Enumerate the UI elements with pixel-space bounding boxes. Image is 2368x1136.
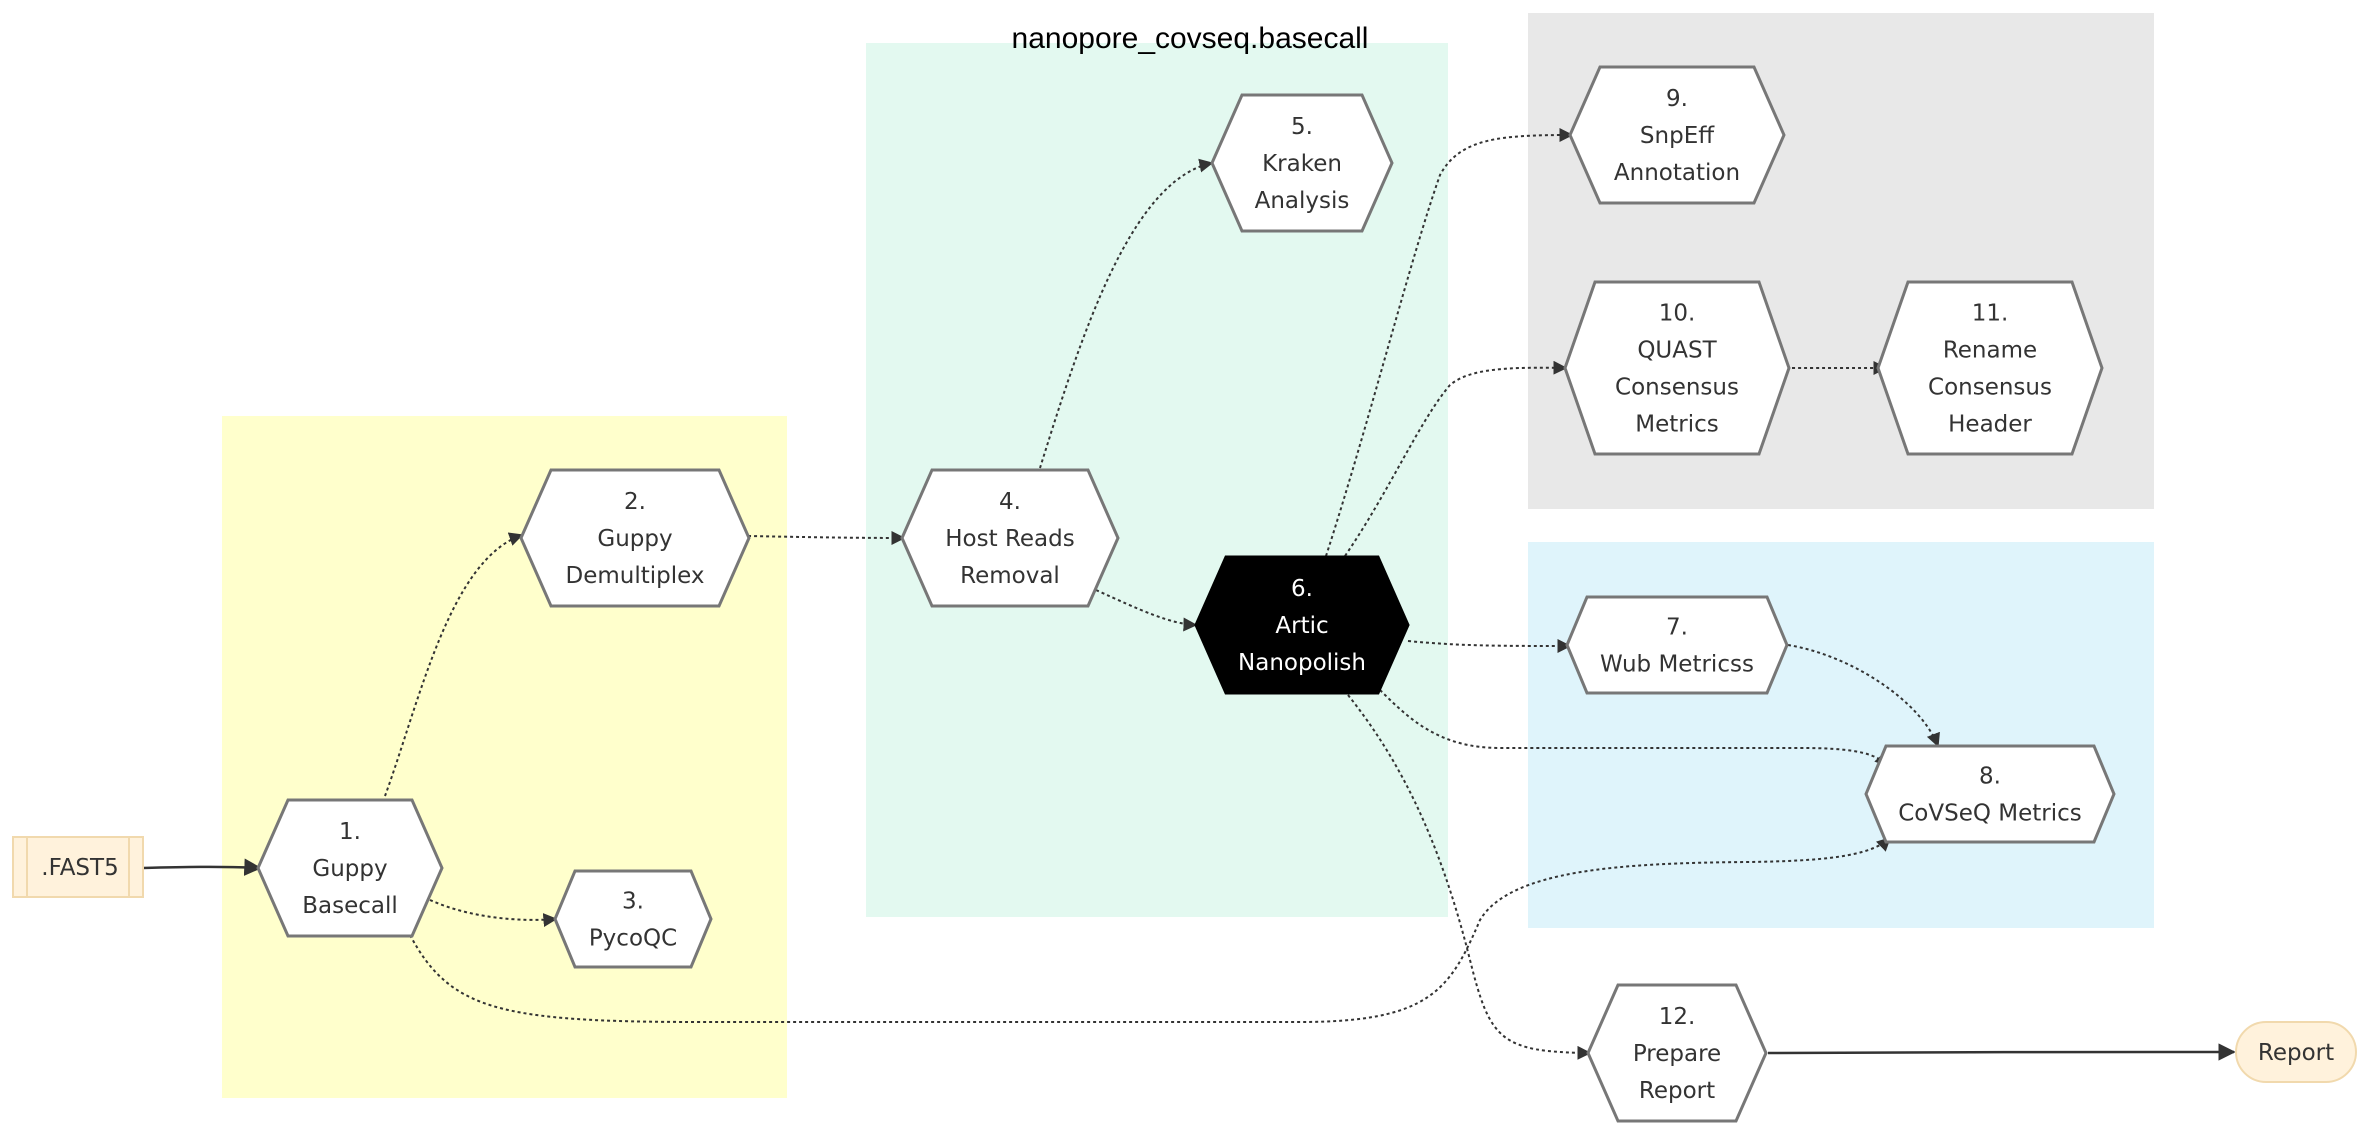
diagram-title: nanopore_covseq.basecall	[1012, 22, 1369, 55]
node-n2-label-line: Demultiplex	[566, 563, 705, 589]
edge-6-to-12	[1347, 694, 1592, 1060]
node-n3-label-line: 3.	[622, 889, 644, 915]
node-n9-label-line: Annotation	[1614, 160, 1740, 186]
node-n11-label-line: Header	[1948, 412, 2032, 438]
node-n5-label-line: 5.	[1291, 114, 1313, 140]
input-fast5[interactable]: .FAST5	[12, 836, 144, 898]
node-n4-label-line: Removal	[960, 563, 1060, 589]
node-n8[interactable]: 8. CoVSeQ Metrics	[1864, 744, 2116, 844]
node-n4-label-line: 4.	[999, 489, 1021, 515]
node-n10-shape	[1563, 280, 1791, 456]
node-n12-label-line: Prepare	[1633, 1041, 1721, 1067]
node-n12-label-line: Report	[1639, 1078, 1715, 1104]
node-n11-label-line: 11.	[1972, 301, 2009, 327]
edge-12-to-report	[1767, 1043, 2236, 1061]
output-report-label: Report	[2258, 1040, 2334, 1066]
node-n6-shape	[1194, 555, 1410, 695]
node-n11-label-line: Consensus	[1928, 375, 2052, 401]
node-n12-label-line: 12.	[1659, 1004, 1696, 1030]
node-n1-label-line: Basecall	[302, 893, 398, 919]
node-n1-shape	[256, 798, 444, 938]
edge-1-to-2	[384, 532, 524, 797]
node-n2-label-line: Guppy	[597, 526, 672, 552]
node-n12-shape	[1586, 983, 1768, 1123]
node-n4-label-line: Host Reads	[945, 526, 1074, 552]
node-n1-label-line: 1.	[339, 819, 361, 845]
node-n4-shape	[900, 468, 1120, 608]
node-n3-shape	[553, 869, 713, 969]
node-n9-label-line: 9.	[1666, 86, 1688, 112]
node-n2-shape	[519, 468, 751, 608]
node-n6-label-line: Artic	[1275, 613, 1328, 639]
node-n9-label-line: SnpEff	[1640, 123, 1715, 149]
node-n3-label-line: PycoQC	[589, 926, 677, 952]
edge-6-to-7	[1407, 638, 1572, 653]
node-n7[interactable]: 7. Wub Metricss	[1565, 595, 1789, 695]
node-n11-label-line: Rename	[1943, 338, 2037, 364]
edge-7-to-8	[1787, 644, 1940, 748]
node-n5-shape	[1210, 93, 1394, 233]
edge-fast5-to-1	[142, 858, 262, 876]
edge-1-to-8	[409, 837, 1892, 1023]
edge-6-to-8	[1379, 689, 1889, 768]
node-n7-label-line: Wub Metricss	[1600, 652, 1754, 678]
node-n10-label-line: Consensus	[1615, 375, 1739, 401]
node-n10-label-line: QUAST	[1637, 338, 1717, 364]
node-n6-label-line: 6.	[1291, 576, 1313, 602]
node-n10-label-line: 10.	[1659, 301, 1696, 327]
node-n8-label-line: 8.	[1979, 764, 2001, 790]
node-n8-shape	[1864, 744, 2116, 844]
node-n5-label-line: Analysis	[1255, 188, 1350, 214]
edge-6-to-9	[1325, 128, 1574, 557]
node-n7-shape	[1565, 595, 1789, 695]
node-n6-label-line: Nanopolish	[1238, 650, 1366, 676]
node-n11-shape	[1876, 280, 2104, 456]
node-n1-label-line: Guppy	[312, 856, 387, 882]
edge-4-to-5	[1039, 158, 1214, 469]
node-n8-label-line: CoVSeQ Metrics	[1898, 801, 2082, 827]
node-n5-label-line: Kraken	[1262, 151, 1342, 177]
edge-1-to-3	[429, 899, 558, 928]
edge-4-to-6	[1095, 589, 1198, 632]
node-n10-label-line: Metrics	[1635, 412, 1719, 438]
node-n9-shape	[1568, 65, 1786, 205]
input-fast5-label: .FAST5	[41, 855, 118, 881]
node-n3[interactable]: 3. PycoQC	[553, 869, 713, 969]
node-n7-label-line: 7.	[1666, 615, 1688, 641]
output-report[interactable]: Report	[2235, 1021, 2357, 1083]
process-nodes: 1.GuppyBasecall2.GuppyDemultiplex3.PycoQ…	[256, 65, 2116, 1123]
node-n2-label-line: 2.	[624, 489, 646, 515]
edges	[142, 128, 2236, 1061]
